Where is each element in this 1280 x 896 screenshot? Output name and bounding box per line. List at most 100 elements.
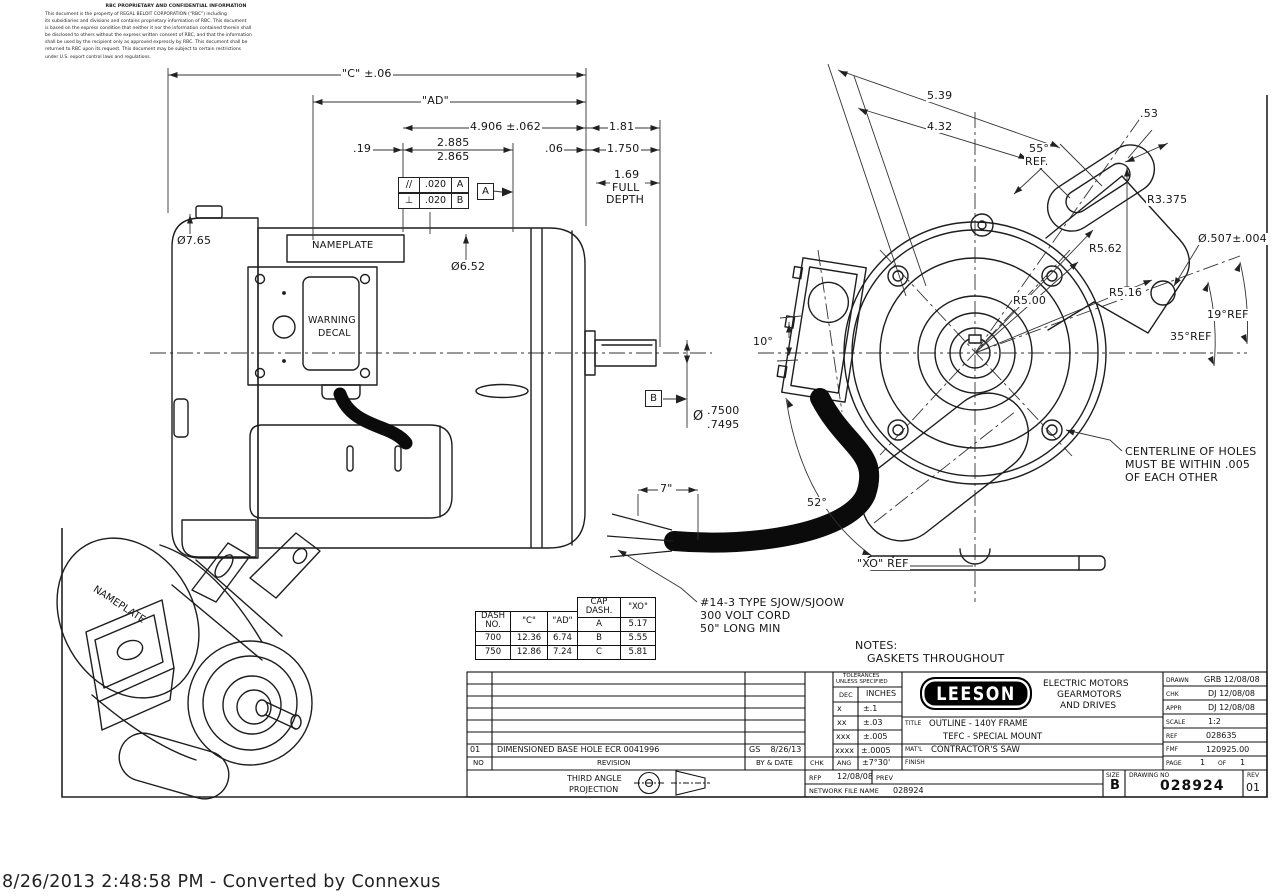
page-no: 1	[1200, 758, 1206, 767]
drawn-label: DRAWN	[1166, 677, 1189, 684]
dia-body-label: Ø6.52	[450, 260, 487, 273]
tol-x-val: ±.1	[863, 704, 878, 713]
prev-label: PREV	[876, 774, 893, 782]
network-value: 028924	[893, 786, 924, 795]
gdt-perp-datum: B	[451, 194, 468, 208]
gdt-parallel-tol: .020	[419, 178, 451, 192]
revision-no: 01	[470, 745, 481, 754]
dim-432-label: 4.32	[926, 120, 954, 133]
warning-decal-line1: WARNING	[308, 315, 356, 326]
proprietary-notice: RBC PROPRIETARY AND CONFIDENTIAL INFORMA…	[45, 3, 307, 61]
ang-52-label: 52°	[806, 496, 829, 509]
page-label: PAGE	[1166, 760, 1182, 767]
scale-value: 1:2	[1208, 717, 1221, 726]
tol-xxxx-val: ±.0005	[861, 746, 891, 755]
xo-b: 5.55	[620, 630, 656, 646]
proprietary-line: under U.S. export control laws and regul…	[45, 54, 152, 60]
tol-xxxx-label: xxxx	[835, 746, 854, 755]
ang-55-ref-label: REF.	[1024, 155, 1050, 168]
dim-1750-label: 1.750	[606, 142, 641, 155]
ref-value: 028635	[1206, 731, 1237, 740]
brand-line1: ELECTRIC MOTORS	[1043, 679, 1129, 689]
perpendicularity-icon: ⊥	[404, 195, 414, 206]
ad-700: 6.74	[547, 630, 578, 646]
dim-181-label: 1.81	[608, 120, 636, 133]
finish-label: FINISH	[905, 759, 925, 766]
ang-10-label: 10°	[752, 335, 775, 348]
gdt-perp-tol: .020	[419, 194, 451, 208]
dim-c-label: "C" ±.06	[341, 67, 393, 80]
centerline-note-line2: MUST BE WITHIN .005	[1125, 458, 1251, 471]
revision-by-date: GS 8/26/13	[749, 745, 802, 754]
gdt-parallelism-frame: // .020 A	[398, 177, 469, 193]
parallelism-icon: //	[405, 179, 413, 190]
proprietary-line: shall be used by the recipient only as a…	[45, 40, 248, 46]
cap-dash-b: B	[577, 630, 621, 646]
drawing-no-label: DRAWING NO	[1129, 772, 1170, 779]
tol-heading2: UNLESS SPECIFIED	[836, 679, 888, 685]
col-no: NO	[473, 759, 484, 767]
dim-2865-label: 2.865	[436, 150, 471, 163]
dim-06-label: .06	[544, 142, 565, 155]
proprietary-line: returned to RBC upon its request. This d…	[45, 47, 242, 53]
size-label: SIZE	[1106, 772, 1120, 779]
shaft-dia-hi-label: .7500	[706, 404, 741, 417]
tol-xx-label: xx	[837, 718, 847, 727]
table-row: A 5.17	[476, 616, 656, 632]
dimension-table: CAP DASH. "XO" DASH NO. "C" "AD" A 5.17 …	[475, 597, 656, 660]
proprietary-line: is based on the express condition that n…	[45, 25, 252, 31]
chk-label: CHK	[1166, 691, 1179, 698]
tol-inches: INCHES	[866, 689, 897, 698]
tol-x-label: x	[837, 704, 842, 713]
gdt-perpendicularity-frame: ⊥ .020 B	[398, 193, 469, 209]
appr-value: DJ 12/08/08	[1208, 703, 1255, 712]
dim-2885-label: 2.885	[436, 136, 471, 149]
col-header-cap: CAP DASH.	[577, 597, 621, 618]
dim-depth-label: DEPTH	[605, 193, 646, 206]
dim-539-label: 5.39	[926, 89, 954, 102]
xo-ref-label: "XO" REF	[856, 557, 910, 570]
brand-line2: GEARMOTORS	[1057, 690, 1122, 700]
col-header-dash: DASH NO.	[475, 611, 511, 632]
col-by-date: BY & DATE	[756, 759, 793, 767]
conversion-footer: 8/26/2013 2:48:58 PM - Converted by Conn…	[2, 872, 441, 892]
r3375-label: R3.375	[1146, 193, 1189, 206]
dash-750: 750	[475, 644, 511, 660]
nameplate-label: NAMEPLATE	[311, 240, 375, 252]
projection-line2: PROJECTION	[569, 785, 619, 794]
table-row: 750 12.86 7.24 C 5.81	[475, 644, 656, 660]
matl-value: CONTRACTOR'S SAW	[931, 745, 1020, 755]
brand-line3: AND DRIVES	[1060, 701, 1117, 711]
xo-c: 5.81	[620, 644, 656, 660]
gdt-parallel-datum: A	[451, 178, 468, 192]
dim-wire-len-label: 7"	[659, 482, 674, 495]
col-header-ad: "AD"	[547, 611, 578, 632]
shaft-dia-phi: Ø	[692, 409, 705, 424]
table-row: 700 12.36 6.74 B 5.55	[475, 630, 656, 646]
title-line2: TEFC - SPECIAL MOUNT	[943, 732, 1043, 742]
rev-value: 01	[1246, 781, 1260, 794]
r516-label: R5.16	[1108, 286, 1144, 299]
tol-xxx-label: xxx	[836, 732, 851, 741]
r562-label: R5.62	[1088, 242, 1124, 255]
dash-700: 700	[475, 630, 511, 646]
ang-55-label: 55°	[1028, 142, 1051, 155]
matl-label: MAT'L	[905, 746, 923, 753]
r500-label: R5.00	[1012, 294, 1048, 307]
xo-a: 5.17	[620, 616, 656, 632]
cap-dash-c: C	[577, 644, 621, 660]
centerline-note-line3: OF EACH OTHER	[1125, 471, 1219, 484]
size-value: B	[1110, 778, 1120, 793]
ref-label: REF	[1166, 733, 1178, 740]
leeson-logo: LEESON	[920, 677, 1032, 710]
drawn-value: GRB 12/08/08	[1204, 675, 1260, 684]
proprietary-line: be disclosed to others without the expre…	[45, 33, 252, 39]
c-700: 12.36	[510, 630, 548, 646]
col-header-xo: "XO"	[620, 597, 656, 618]
notes-title: NOTES:	[855, 639, 898, 652]
scale-label: SCALE	[1166, 719, 1186, 726]
col-revision: REVISION	[597, 759, 631, 767]
ang-19-label: 19°REF	[1206, 308, 1250, 321]
rfp-value: 12/08/08	[837, 772, 873, 781]
